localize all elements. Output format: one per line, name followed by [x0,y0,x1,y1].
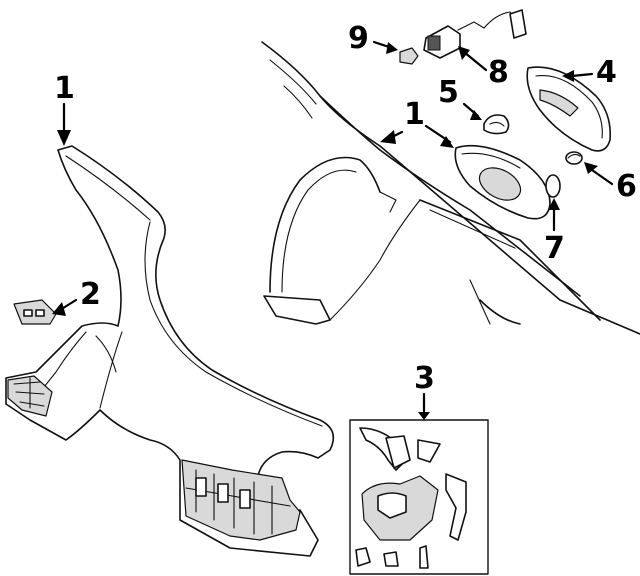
callout-2: 2 [52,277,101,316]
svg-text:1: 1 [54,71,75,106]
svg-text:4: 4 [596,55,617,90]
svg-text:2: 2 [80,277,101,312]
callout-7: 7 [544,198,565,266]
callout-3: 3 [414,361,435,420]
callout-9: 9 [348,21,398,56]
callout-5: 5 [438,75,482,120]
bumper-part-5[interactable] [483,114,510,135]
callout-6: 6 [584,162,637,204]
svg-text:1: 1 [404,97,425,132]
svg-text:5: 5 [438,75,459,110]
bumper-part-6[interactable] [565,151,583,165]
nut-part-9[interactable] [399,47,419,65]
callout-8: 8 [458,46,509,90]
svg-text:3: 3 [414,361,435,396]
bracket-part-2[interactable] [13,299,57,325]
fuel-door-housing[interactable] [454,144,551,220]
svg-text:9: 9 [348,21,369,56]
svg-text:8: 8 [488,55,509,90]
car-body-overview [261,41,640,335]
callout-1-left: 1 [54,71,75,146]
callout-4: 4 [562,55,617,90]
fuel-door-part-4[interactable] [526,66,612,152]
quarter-panel-left[interactable] [5,145,335,557]
svg-text:6: 6 [616,169,637,204]
inner-panel-kit-part-3[interactable] [349,419,489,575]
callout-1-right: 1 [380,97,454,148]
actuator-part-8[interactable] [423,9,527,59]
grommet-part-7[interactable] [545,174,561,198]
svg-text:7: 7 [544,231,565,266]
